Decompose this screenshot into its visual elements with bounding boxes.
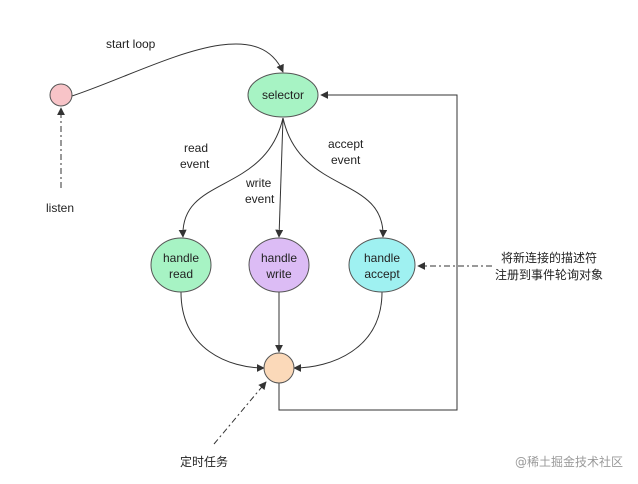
handle-read-label-1: handle [163,251,199,265]
handle-accept-label-2: accept [364,267,400,281]
read-event-label-line-2: event [180,157,210,171]
start-loop-label: start loop [106,37,156,51]
read-to-merge-edge [180,289,265,372]
timer-task-label: 定时任务 [180,454,228,469]
accept-event-label-line-1: accept [328,137,364,151]
selector-node [247,72,319,118]
handle-accept-node [348,237,416,293]
handle-read-label-2: read [169,267,193,281]
handle-write-label-2: write [265,267,292,281]
start-node [49,83,73,107]
selector-label: selector [262,88,304,102]
handle-read-node [150,237,212,293]
listen-label: listen [46,201,74,215]
handle-write-label-1: handle [261,251,297,265]
register-note-line-1: 将新连接的描述符 [501,250,597,265]
handle-write-node [248,237,310,293]
selector-to-accept-edge [282,117,388,238]
watermark: @稀土掘金技术社区 [515,454,623,469]
loop-back-edge [278,91,458,411]
accept-event-label-line-2: event [331,153,361,167]
timer-task-edge [213,381,267,445]
start-loop-edge [71,43,284,97]
merge-node [263,352,295,384]
selector-to-read-edge [178,117,284,238]
register-note-line-2: 注册到事件轮询对象 [495,267,603,282]
read-event-label-line-1: read [184,141,208,155]
handle-accept-label-1: handle [364,251,400,265]
accept-to-merge-edge [293,289,383,372]
selector-to-write-edge [275,117,284,238]
write-event-label-line-1: write [245,176,272,190]
write-event-label-line-2: event [245,192,275,206]
